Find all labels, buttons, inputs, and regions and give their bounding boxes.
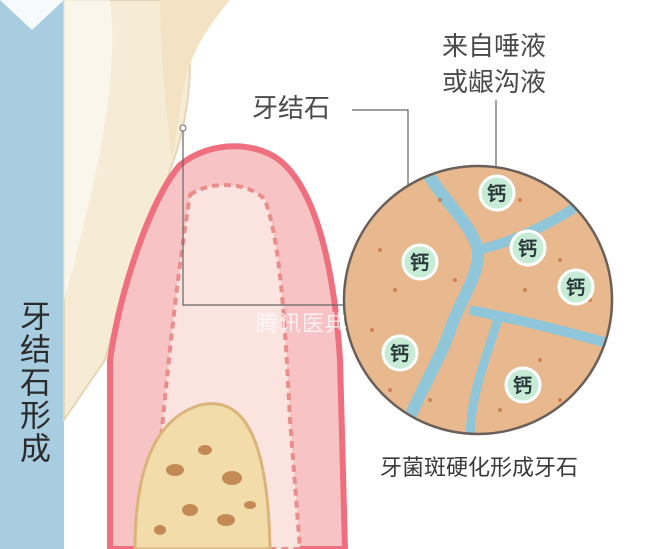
tartar-label: 牙结石: [252, 94, 331, 124]
saliva-label-line2: 或龈沟液: [442, 68, 547, 98]
caption: 牙菌斑硬化形成牙石: [380, 456, 579, 481]
saliva-label-line1: 来自唾液: [442, 32, 547, 62]
calcium-particle-3: 钙: [509, 229, 547, 267]
watermark: 腾讯医典: [256, 312, 349, 337]
svg-text:钙: 钙: [410, 251, 429, 274]
svg-text:钙: 钙: [513, 374, 532, 397]
svg-text:钙: 钙: [487, 182, 506, 205]
calcium-particle-4: 钙: [557, 268, 595, 306]
sidebar-title: 牙结石形成: [14, 300, 50, 465]
svg-text:钙: 钙: [390, 342, 409, 365]
bone-pores: [154, 445, 256, 535]
calcium-particle-2: 钙: [401, 243, 439, 281]
tooth-crown: [160, 0, 230, 160]
svg-text:钙: 钙: [518, 237, 537, 260]
alveolar-bone: [133, 402, 272, 549]
magnifier-ring: [342, 164, 614, 436]
tooth-shade: [64, 0, 113, 300]
tooth-pointer: [182, 128, 355, 306]
svg-text:钙: 钙: [566, 276, 585, 299]
calcium-particle-6: 钙: [504, 366, 542, 404]
calcium-particle-5: 钙: [381, 334, 419, 372]
sidebar: 牙结石形成: [0, 0, 64, 549]
calcium-particle-1: 钙: [478, 174, 516, 212]
sidebar-notch: [0, 0, 64, 30]
calcium-particles: 钙 钙 钙 钙 钙 钙: [381, 174, 595, 404]
